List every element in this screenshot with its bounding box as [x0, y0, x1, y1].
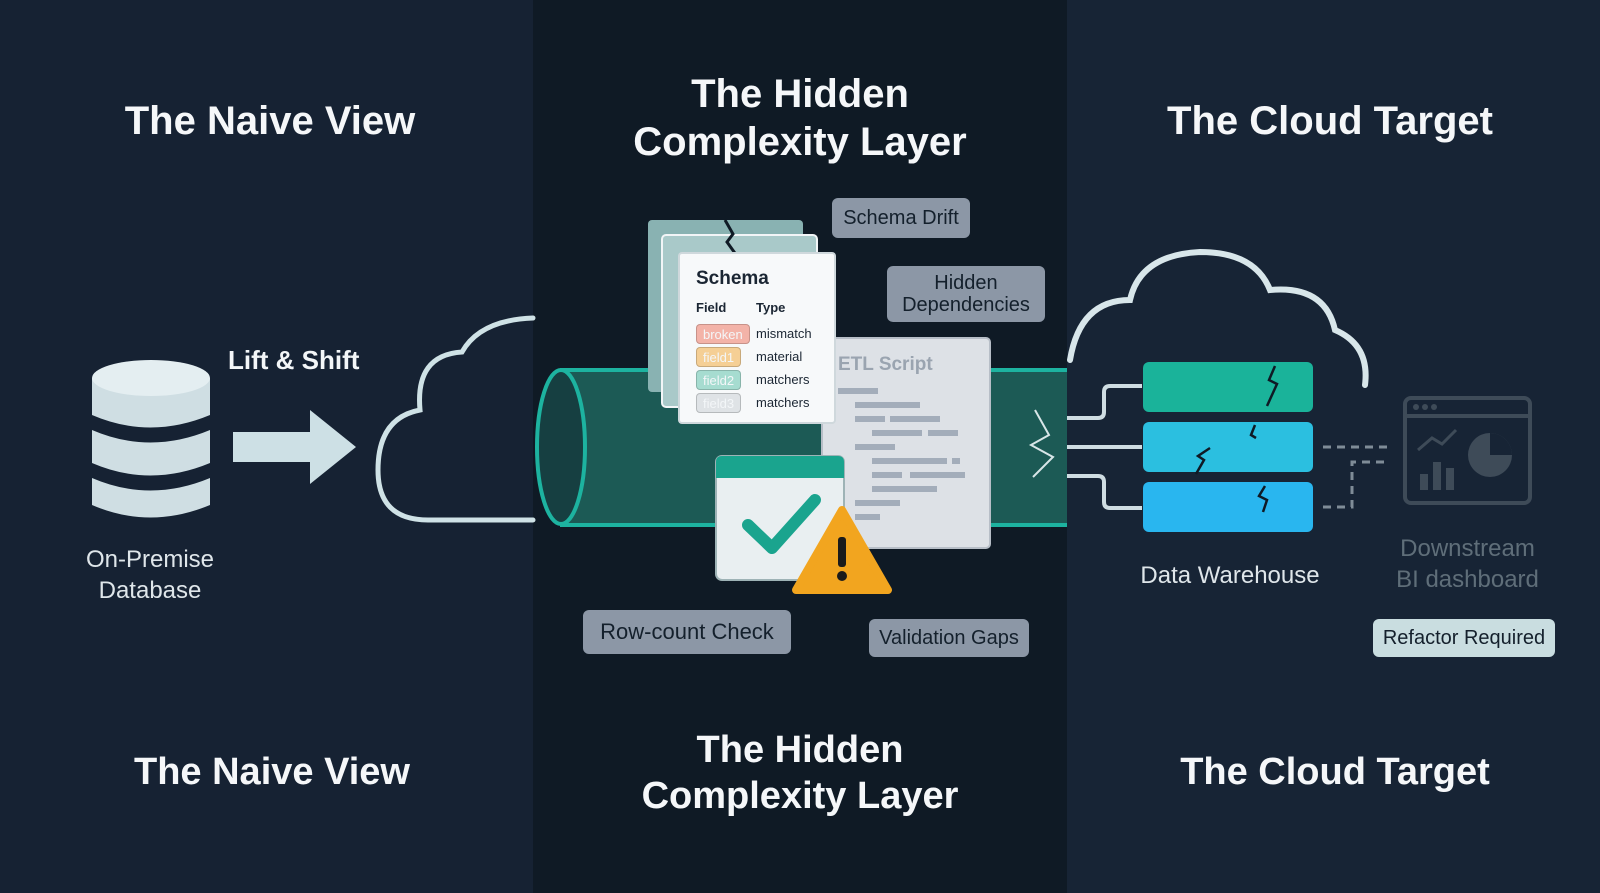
schema-header-type: Type	[756, 300, 786, 315]
hidden-title-bottom-line1: The Hidden	[696, 729, 904, 771]
naive-view-title-top: The Naive View	[124, 99, 416, 143]
bi-dashboard-label: Downstream BI dashboard	[1370, 533, 1565, 595]
cloud-target-title-bottom: The Cloud Target	[1180, 751, 1490, 793]
data-warehouse-label: Data Warehouse	[1140, 562, 1320, 589]
bi-dashboard-icon	[1403, 396, 1532, 505]
database-label-line1: On-Premise	[85, 546, 215, 573]
row-count-check-tag: Row-count Check	[583, 610, 791, 654]
schema-row-type: mismatch	[756, 326, 812, 341]
check-icon	[742, 494, 821, 554]
row-count-check-card	[715, 455, 845, 581]
hidden-dependencies-line2: Dependencies	[902, 294, 1030, 316]
validation-gaps-tag: Validation Gaps	[869, 619, 1029, 657]
lift-shift-arrow-icon	[233, 410, 356, 484]
warehouse-cloud-icon	[1067, 248, 1369, 388]
etl-script-document	[821, 337, 991, 549]
lift-shift-label: Lift & Shift	[228, 345, 360, 375]
bi-label-line1: Downstream	[1400, 535, 1535, 562]
schema-header-field: Field	[696, 300, 727, 315]
hidden-title-top-line1: The Hidden	[691, 72, 909, 116]
hidden-complexity-title-bottom: The Hidden Complexity Layer	[560, 728, 1040, 819]
schema-card: Schema Field Type broken mismatch field1 ma…	[678, 252, 836, 424]
etl-script-label: ETL Script	[838, 354, 933, 375]
hidden-dependencies-tag: Hidden Dependencies	[887, 266, 1045, 322]
cloud-target-title-top: The Cloud Target	[1167, 99, 1493, 143]
schema-row-type: material	[756, 349, 803, 364]
cloud-outline-icon	[375, 315, 536, 523]
database-label-line2: Database	[98, 577, 202, 605]
schema-card-title: Schema	[696, 268, 769, 289]
warning-icon	[792, 506, 892, 594]
schema-row-field: field3	[696, 393, 742, 413]
schema-row-type: matchers	[756, 395, 810, 410]
bi-dashed-link	[1323, 445, 1388, 509]
naive-view-title-bottom: The Naive View	[134, 751, 410, 793]
schema-drift-tag: Schema Drift	[832, 198, 970, 238]
schema-row-field: field2	[696, 370, 742, 390]
schema-row-field: broken	[696, 324, 750, 344]
schema-crack-icon	[723, 219, 739, 257]
data-warehouse-icon	[1143, 362, 1313, 532]
schema-row-field: field1	[696, 347, 742, 367]
database-label: On-Premise Database	[60, 544, 240, 606]
hidden-title-bottom-line2: Complexity Layer	[641, 774, 959, 817]
warehouse-connectors	[1067, 384, 1142, 510]
hidden-complexity-title-top: The Hidden Complexity Layer	[560, 70, 1040, 166]
hidden-dependencies-line1: Hidden	[934, 272, 998, 294]
database-icon	[92, 360, 210, 518]
refactor-required-tag: Refactor Required	[1373, 619, 1555, 657]
schema-row-type: matchers	[756, 372, 810, 387]
bi-label-line2: BI dashboard	[1396, 566, 1539, 594]
hidden-title-top-line2: Complexity Layer	[633, 120, 967, 164]
